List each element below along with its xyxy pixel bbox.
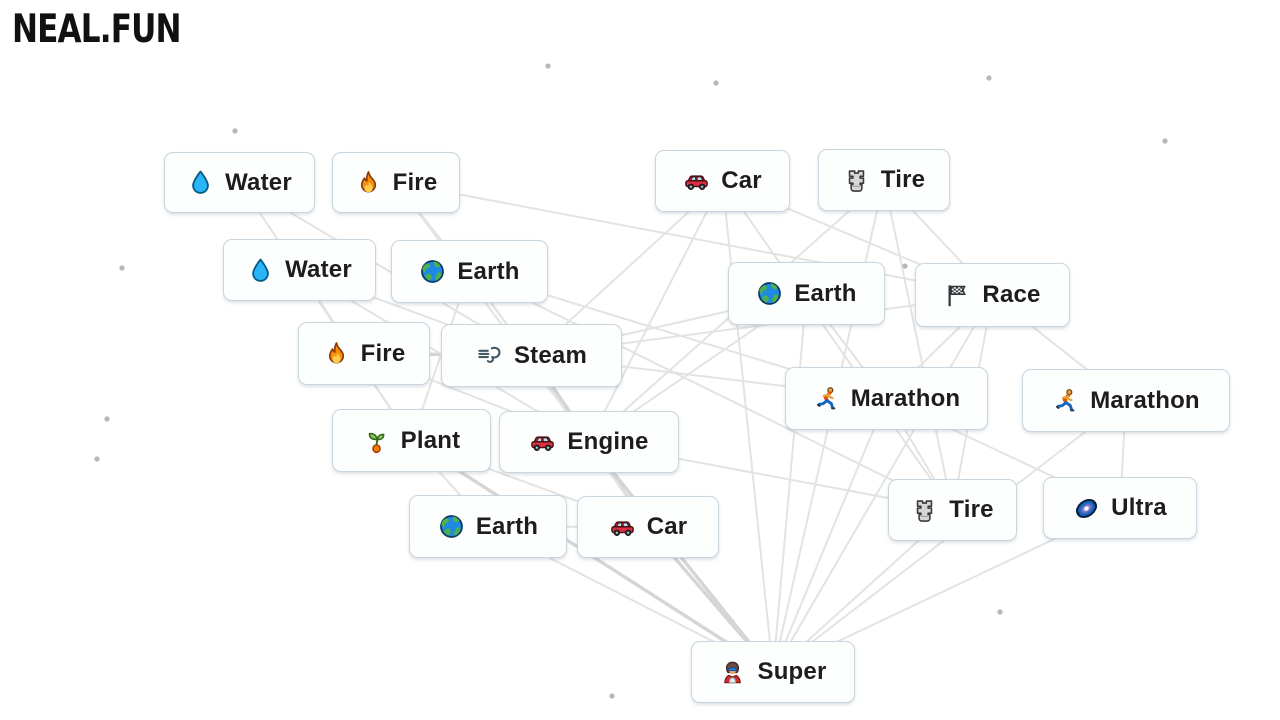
car-icon <box>609 514 636 541</box>
element-label: Car <box>646 513 688 540</box>
connection-line <box>588 180 724 443</box>
element-label: Water <box>225 168 292 196</box>
element-label: Earth <box>475 512 539 540</box>
background-dot <box>997 609 1003 615</box>
element-label: Water <box>285 256 352 283</box>
element-label: Steam <box>513 341 588 369</box>
fire-icon <box>323 340 350 367</box>
element-card-marathon-2[interactable]: Marathon <box>1022 369 1230 432</box>
background-dot <box>902 263 908 269</box>
element-label: Earth <box>457 257 520 285</box>
element-label: Fire <box>392 168 438 196</box>
superhero-icon <box>719 659 746 686</box>
element-card-earth-3[interactable]: Earth <box>409 495 567 558</box>
element-card-water-1[interactable]: Water <box>164 152 315 213</box>
background-dot <box>232 128 238 134</box>
race-flag-icon <box>944 282 971 309</box>
element-card-engine-1[interactable]: Engine <box>499 411 679 473</box>
background-dot <box>94 456 100 462</box>
tire-icon <box>911 497 938 524</box>
background-dot <box>119 265 125 271</box>
background-dot <box>713 80 719 86</box>
background-dot <box>609 693 615 699</box>
connection-line <box>721 180 954 511</box>
element-label: Tire <box>880 166 926 193</box>
element-card-water-2[interactable]: Water <box>223 239 376 301</box>
element-label: Tire <box>949 496 994 523</box>
connection-line <box>395 181 993 296</box>
background-dot <box>986 75 992 81</box>
connection-line <box>883 179 954 511</box>
connection-line <box>772 293 808 673</box>
element-card-tire-1[interactable]: Tire <box>818 149 950 211</box>
connection-line <box>395 181 590 443</box>
element-label: Engine <box>567 428 649 455</box>
neal-fun-logo[interactable]: NEAL.FUN <box>12 6 182 52</box>
element-label: Marathon <box>850 384 961 412</box>
car-icon <box>683 168 710 195</box>
element-label: Super <box>757 658 827 685</box>
element-label: Car <box>721 167 762 194</box>
element-card-tire-2[interactable]: Tire <box>888 479 1017 541</box>
element-card-earth-1[interactable]: Earth <box>391 240 548 303</box>
seedling-icon <box>363 427 390 454</box>
background-dot <box>545 63 551 69</box>
background-dot <box>104 416 110 422</box>
earth-icon <box>756 280 783 307</box>
connection-line <box>772 294 994 673</box>
car-icon <box>529 429 556 456</box>
element-card-marathon-1[interactable]: Marathon <box>785 367 988 430</box>
runner-icon <box>1052 387 1079 414</box>
element-label: Race <box>982 281 1041 308</box>
element-card-super-1[interactable]: Super <box>691 641 855 703</box>
element-card-race-1[interactable]: Race <box>915 263 1070 327</box>
element-label: Marathon <box>1090 386 1200 414</box>
water-droplet-icon <box>247 257 274 284</box>
connection-line <box>772 398 888 673</box>
element-label: Plant <box>400 426 461 454</box>
fire-icon <box>355 169 382 196</box>
element-card-earth-2[interactable]: Earth <box>728 262 885 325</box>
steam-icon <box>476 342 503 369</box>
earth-icon <box>419 258 446 285</box>
element-card-ultra-1[interactable]: Ultra <box>1043 477 1197 539</box>
tire-icon <box>843 167 870 194</box>
element-label: Earth <box>794 279 857 307</box>
element-card-car-1[interactable]: Car <box>655 150 790 212</box>
element-card-car-2[interactable]: Car <box>577 496 719 558</box>
element-card-fire-1[interactable]: Fire <box>332 152 460 213</box>
runner-icon <box>813 385 840 412</box>
connection-line <box>469 270 953 511</box>
element-card-steam-1[interactable]: Steam <box>441 324 622 387</box>
element-label: Fire <box>360 339 406 367</box>
element-card-plant-1[interactable]: Plant <box>332 409 491 472</box>
galaxy-icon <box>1073 495 1100 522</box>
background-dot <box>1162 138 1168 144</box>
water-droplet-icon <box>187 169 214 196</box>
earth-icon <box>438 513 465 540</box>
element-label: Ultra <box>1111 494 1167 521</box>
element-card-fire-2[interactable]: Fire <box>298 322 430 385</box>
